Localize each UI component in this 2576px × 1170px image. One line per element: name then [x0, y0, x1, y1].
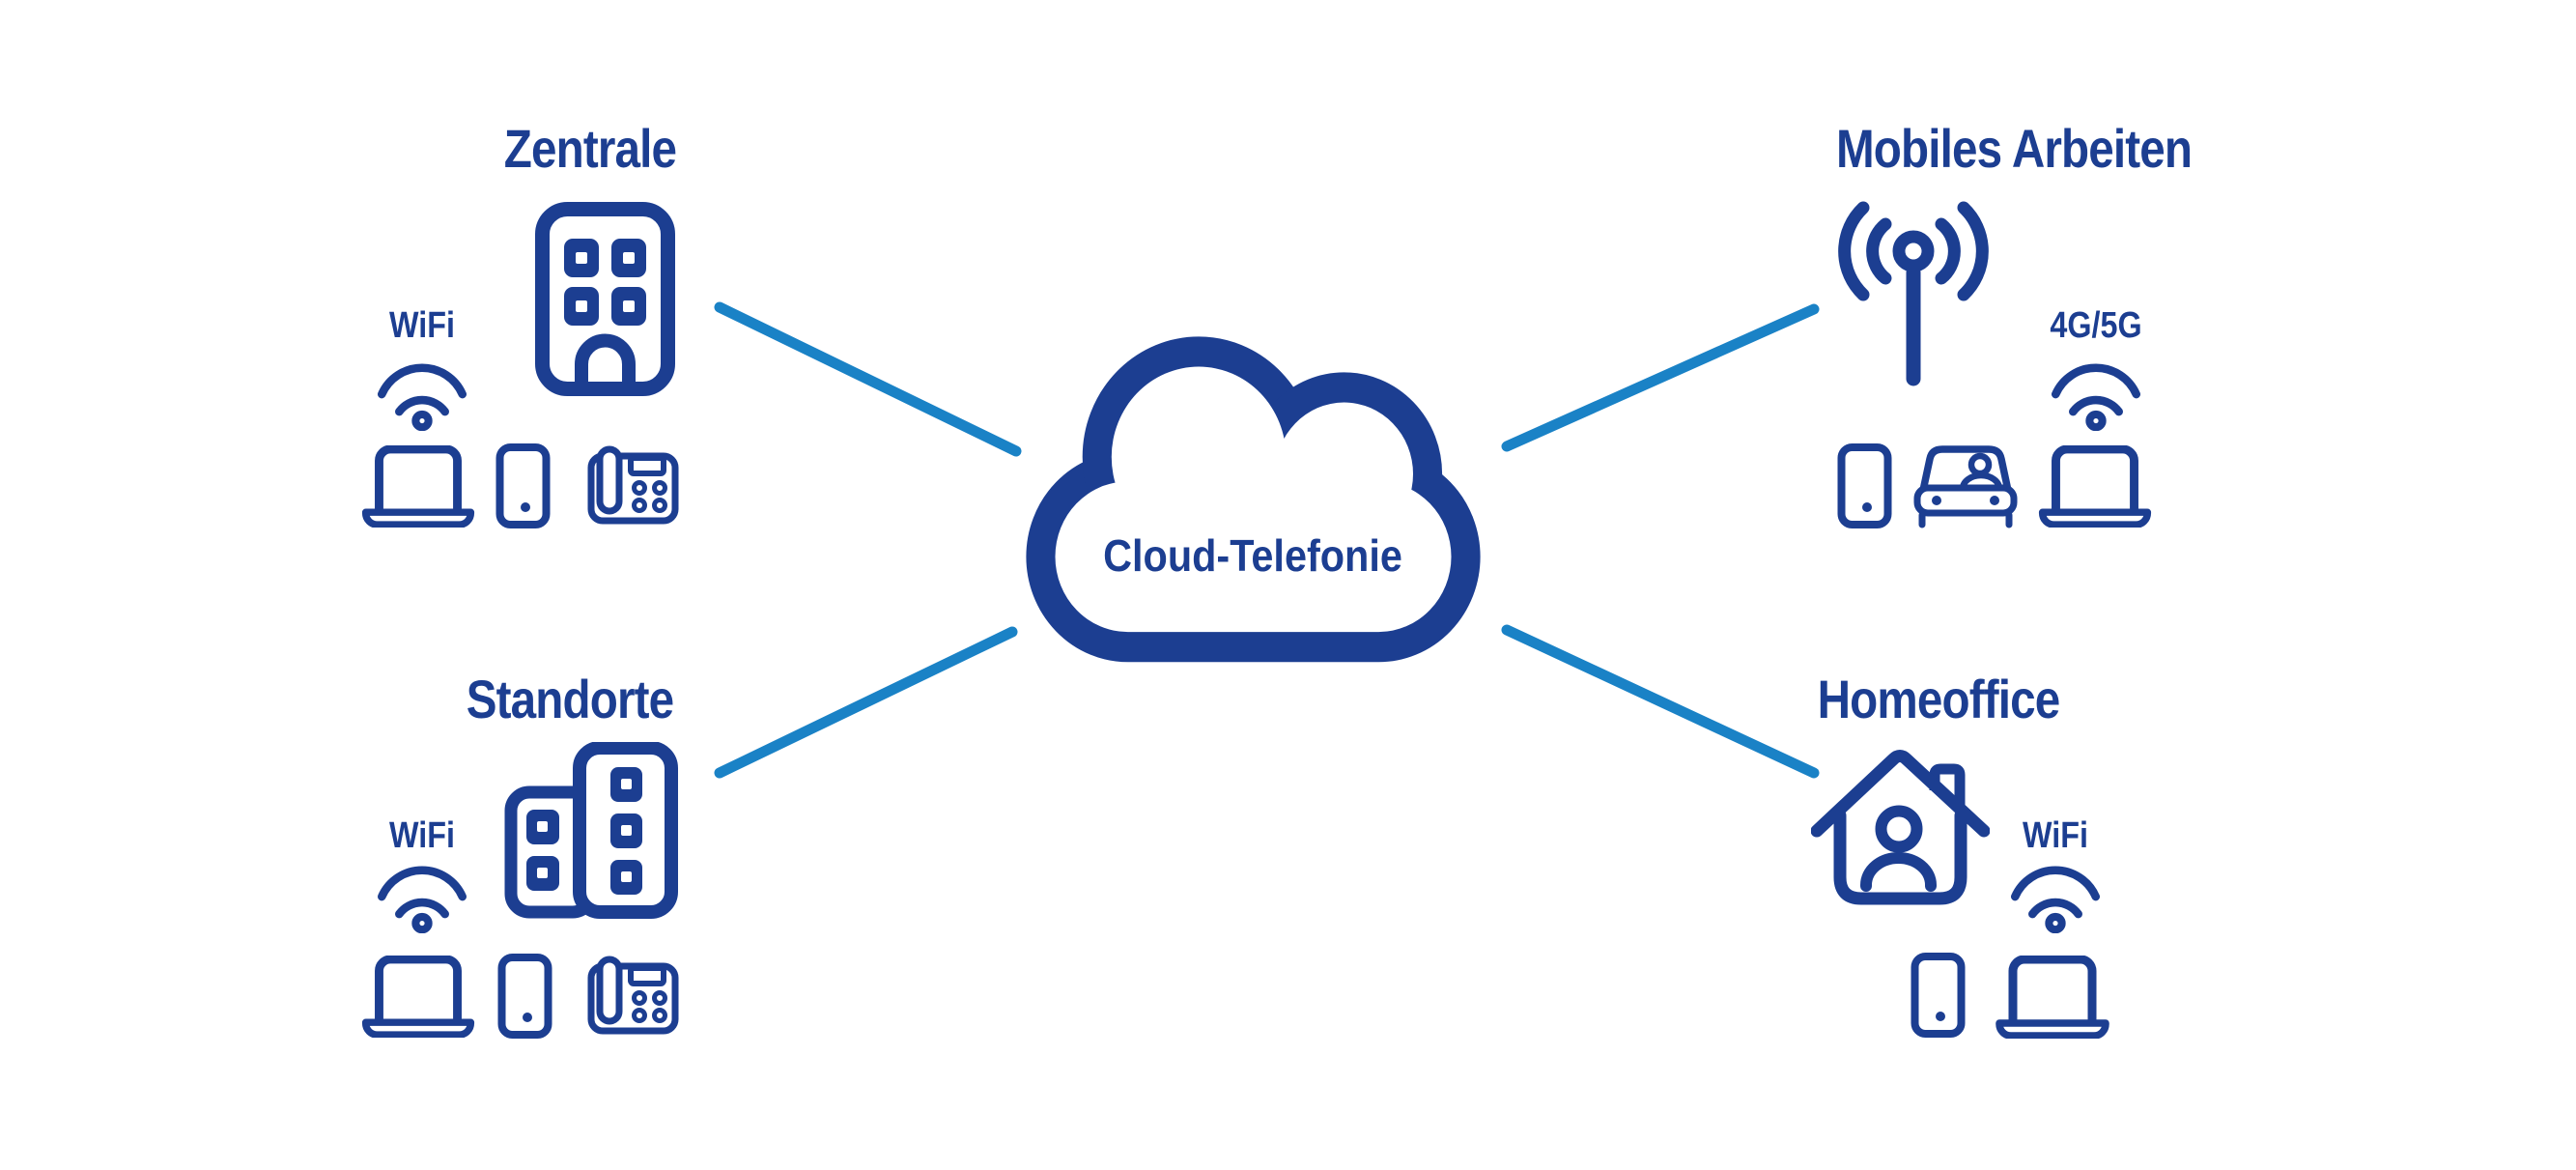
laptop-icon — [1990, 956, 2115, 1039]
standorte-connection-label: WiFi — [389, 815, 455, 856]
car-icon — [1913, 442, 2018, 530]
wifi-icon — [374, 359, 470, 431]
smartphone-icon — [1911, 952, 1966, 1039]
laptop-icon — [359, 956, 477, 1038]
wifi-icon — [2007, 862, 2104, 933]
cloud-label: Cloud-Telefonie — [1103, 530, 1402, 581]
cloud-icon — [1026, 336, 1481, 663]
mobiles-arbeiten-connection-label: 4G/5G — [2050, 305, 2142, 346]
homeoffice-connection-label: WiFi — [2023, 815, 2088, 856]
laptop-icon — [359, 445, 477, 528]
smartphone-icon — [497, 954, 552, 1039]
laptop-icon — [2036, 445, 2154, 528]
wifi-icon — [2048, 359, 2144, 431]
zentrale-connection-label: WiFi — [389, 305, 455, 346]
connection-homeoffice-cloud — [1501, 624, 1820, 779]
desk-phone-icon — [581, 445, 679, 528]
wifi-icon — [374, 862, 470, 933]
smartphone-icon — [1837, 443, 1892, 528]
connection-zentrale-cloud — [714, 301, 1022, 457]
smartphone-icon — [495, 443, 551, 528]
office-buildings-icon — [504, 742, 678, 919]
connection-mobiles-arbeiten-cloud — [1501, 303, 1820, 452]
office-building-icon — [534, 201, 676, 397]
mobiles-arbeiten-title: Mobiles Arbeiten — [1836, 118, 2193, 179]
cell-antenna-icon — [1830, 197, 1996, 392]
standorte-title: Standorte — [466, 669, 674, 729]
connection-standorte-cloud — [714, 626, 1018, 779]
desk-phone-icon — [581, 956, 679, 1038]
homeoffice-title: Homeoffice — [1817, 669, 2061, 729]
zentrale-title: Zentrale — [503, 118, 677, 179]
house-person-icon — [1811, 746, 1990, 908]
